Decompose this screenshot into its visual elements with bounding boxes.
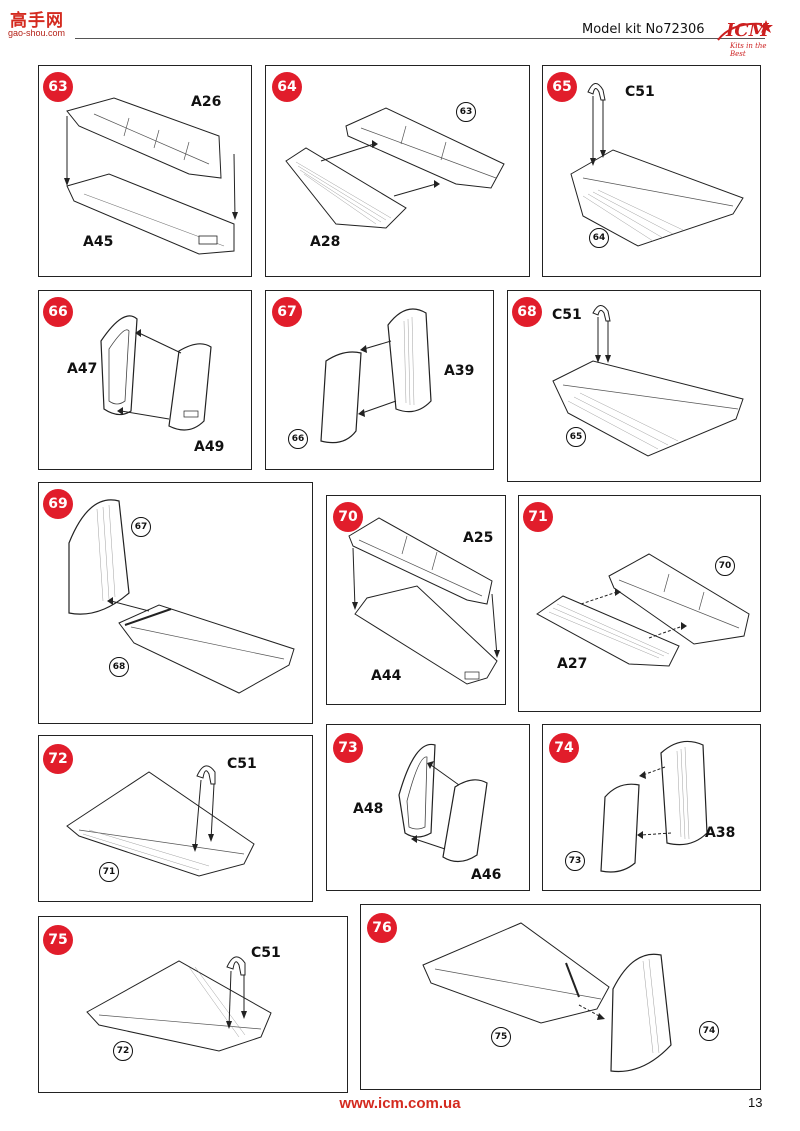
step-76-illustration (422, 922, 672, 1073)
reference-step-marker: 71 (99, 862, 119, 882)
assembly-step-67: 67 A39 66 (265, 290, 494, 470)
assembly-step-71: 71 A27 70 (518, 495, 761, 712)
part-label: A25 (463, 530, 494, 546)
part-label: C51 (552, 307, 582, 323)
reference-step-marker: 70 (715, 556, 735, 576)
assembly-step-68: 68 C51 65 (507, 290, 761, 482)
watermark-title: 高手网 (10, 11, 64, 31)
assembly-step-72: 72 C51 71 (38, 735, 313, 902)
part-label: A45 (83, 234, 114, 250)
step-72-illustration (66, 765, 255, 877)
model-kit-number: Model kit No72306 (582, 22, 705, 37)
step-69-illustration (68, 499, 295, 694)
watermark-logo: 高手网 gao-shou.com (6, 6, 78, 40)
assembly-step-76: 76 75 74 (360, 904, 761, 1090)
reference-step-marker: 75 (491, 1027, 511, 1047)
step-number-badge: 63 (43, 72, 73, 102)
step-number-badge: 69 (43, 489, 73, 519)
assembly-step-65: 65 C51 64 (542, 65, 761, 277)
assembly-step-66: 66 A47 A49 (38, 290, 252, 470)
step-74-illustration (600, 740, 708, 873)
watermark-url: gao-shou.com (8, 28, 66, 38)
footer-website-link[interactable]: www.icm.com.ua (339, 1095, 461, 1112)
part-label: A38 (705, 825, 736, 841)
reference-step-marker: 66 (288, 429, 308, 449)
assembly-step-63: 63 A26 A45 (38, 65, 252, 277)
step-68-illustration (552, 305, 744, 457)
step-number-badge: 65 (547, 72, 577, 102)
icm-logo: ICM Kits in the Best (712, 18, 784, 58)
step-65-illustration (570, 83, 744, 247)
step-75-illustration (86, 956, 272, 1052)
step-number-badge: 72 (43, 744, 73, 774)
part-label: A44 (371, 668, 402, 684)
logo-tagline: Kits in the Best (730, 42, 767, 58)
part-label: A28 (310, 234, 341, 250)
step-number-badge: 71 (523, 502, 553, 532)
step-number-badge: 75 (43, 925, 73, 955)
page-number: 13 (748, 1095, 763, 1110)
part-label: A48 (353, 801, 384, 817)
part-label: A46 (471, 867, 502, 883)
logo-text: ICM (726, 20, 769, 41)
assembly-step-74: 74 A38 73 (542, 724, 761, 891)
reference-step-marker: 65 (566, 427, 586, 447)
step-number-badge: 64 (272, 72, 302, 102)
step-number-badge: 74 (549, 733, 579, 763)
step-71-illustration (536, 553, 750, 667)
step-number-badge: 66 (43, 297, 73, 327)
step-number-badge: 67 (272, 297, 302, 327)
part-label: A27 (557, 656, 588, 672)
step-number-badge: 70 (333, 502, 363, 532)
header-rule (75, 38, 765, 39)
reference-step-marker: 72 (113, 1041, 133, 1061)
part-label: C51 (227, 756, 257, 772)
part-label: A26 (191, 94, 222, 110)
step-66-illustration (100, 315, 212, 431)
assembly-step-70: 70 A25 A44 (326, 495, 506, 705)
step-63-illustration (64, 97, 238, 255)
step-73-illustration (398, 743, 488, 863)
step-number-badge: 76 (367, 913, 397, 943)
part-label: C51 (625, 84, 655, 100)
reference-step-marker: 73 (565, 851, 585, 871)
step-70-illustration (348, 517, 500, 685)
step-number-badge: 68 (512, 297, 542, 327)
part-label: A39 (444, 363, 475, 379)
part-label: A47 (67, 361, 98, 377)
logo-star-icon (717, 20, 773, 41)
part-label: A49 (194, 439, 225, 455)
reference-step-marker: 67 (131, 517, 151, 537)
reference-step-marker: 68 (109, 657, 129, 677)
assembly-step-64: 64 A28 63 (265, 65, 530, 277)
part-label: C51 (251, 945, 281, 961)
reference-step-marker: 64 (589, 228, 609, 248)
step-number-badge: 73 (333, 733, 363, 763)
step-67-illustration (320, 308, 432, 444)
assembly-step-73: 73 A48 A46 (326, 724, 530, 891)
assembly-step-69: 69 67 68 (38, 482, 313, 724)
step-64-illustration (285, 107, 505, 229)
assembly-step-75: 75 C51 72 (38, 916, 348, 1093)
reference-step-marker: 74 (699, 1021, 719, 1041)
reference-step-marker: 63 (456, 102, 476, 122)
